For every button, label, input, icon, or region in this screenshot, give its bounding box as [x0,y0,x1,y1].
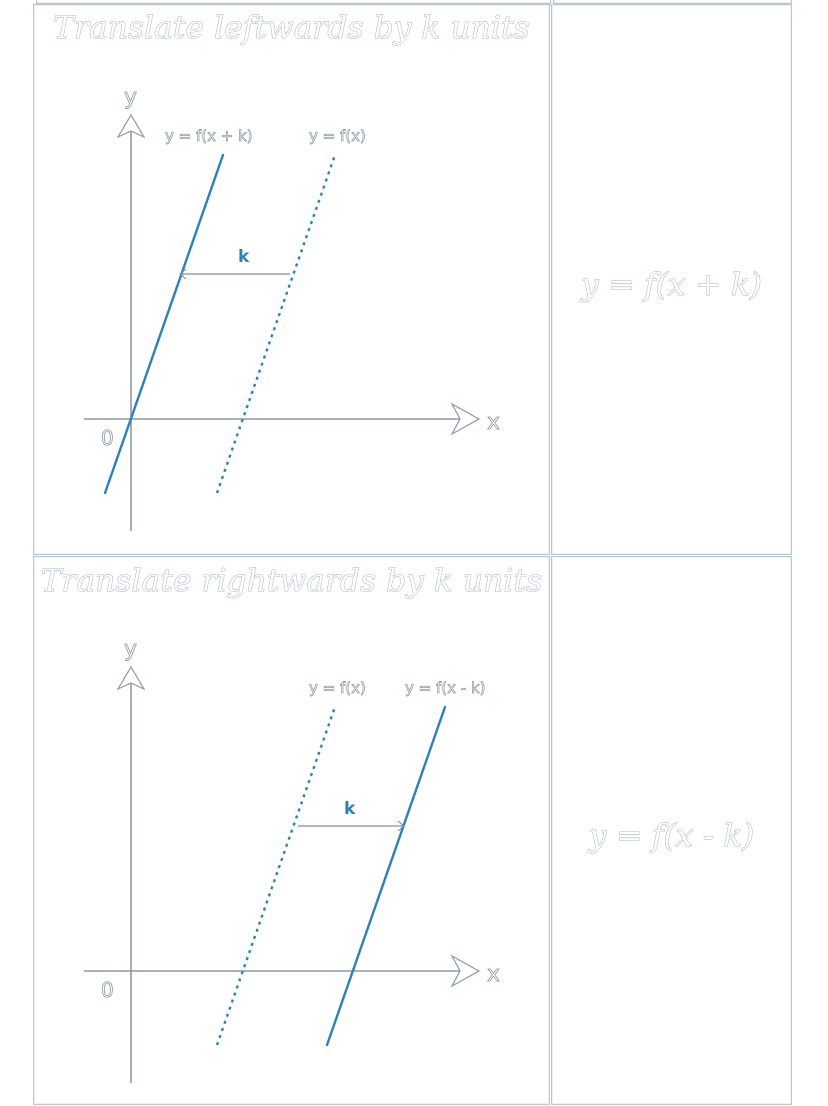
y-axis-arrowhead [116,665,146,691]
x-axis-label: x [487,410,500,435]
row-title: Translate rightwards by k units [40,563,543,600]
dotted-line-original [215,706,337,1046]
graph-cell-left-translation: Translate leftwards by k units y x 0 y =… [33,4,550,555]
shift-label: k [344,799,356,819]
table-cell-top-right [553,0,792,4]
shift-arrowhead [179,268,187,280]
solid-line-label: y = f(x + k) [165,127,253,145]
dotted-line-label: y = f(x) [309,127,366,145]
formula-cell-left-translation: y = f(x + k) [551,4,792,555]
y-axis-arrowhead [116,113,146,139]
graph-cell-right-translation: Translate rightwards by k units y x 0 y … [33,556,550,1105]
y-axis-label: y [124,85,137,110]
row-title: Translate leftwards by k units [53,10,530,47]
formula-cell-right-translation: y = f(x - k) [551,556,792,1105]
origin-label: 0 [101,426,114,450]
shift-label: k [238,247,250,267]
solid-line-shifted [103,153,225,495]
dotted-line-label: y = f(x) [309,679,366,697]
solid-line-shifted [325,705,447,1047]
formula: y = f(x - k) [588,818,755,855]
shift-arrowhead [397,820,405,832]
x-axis-arrowhead [450,954,481,988]
graph-left-translation: y x 0 y = f(x + k) y = f(x) k [84,85,500,531]
formula: y = f(x + k) [581,267,763,304]
origin-label: 0 [101,978,114,1002]
table-cell-top-left [36,0,551,4]
x-axis-arrowhead [450,402,481,436]
dotted-line-original [215,154,337,494]
solid-line-label: y = f(x - k) [405,679,485,697]
x-axis-label: x [487,962,500,987]
graph-right-translation: y x 0 y = f(x) y = f(x - k) k [84,637,500,1083]
y-axis-label: y [124,637,137,662]
